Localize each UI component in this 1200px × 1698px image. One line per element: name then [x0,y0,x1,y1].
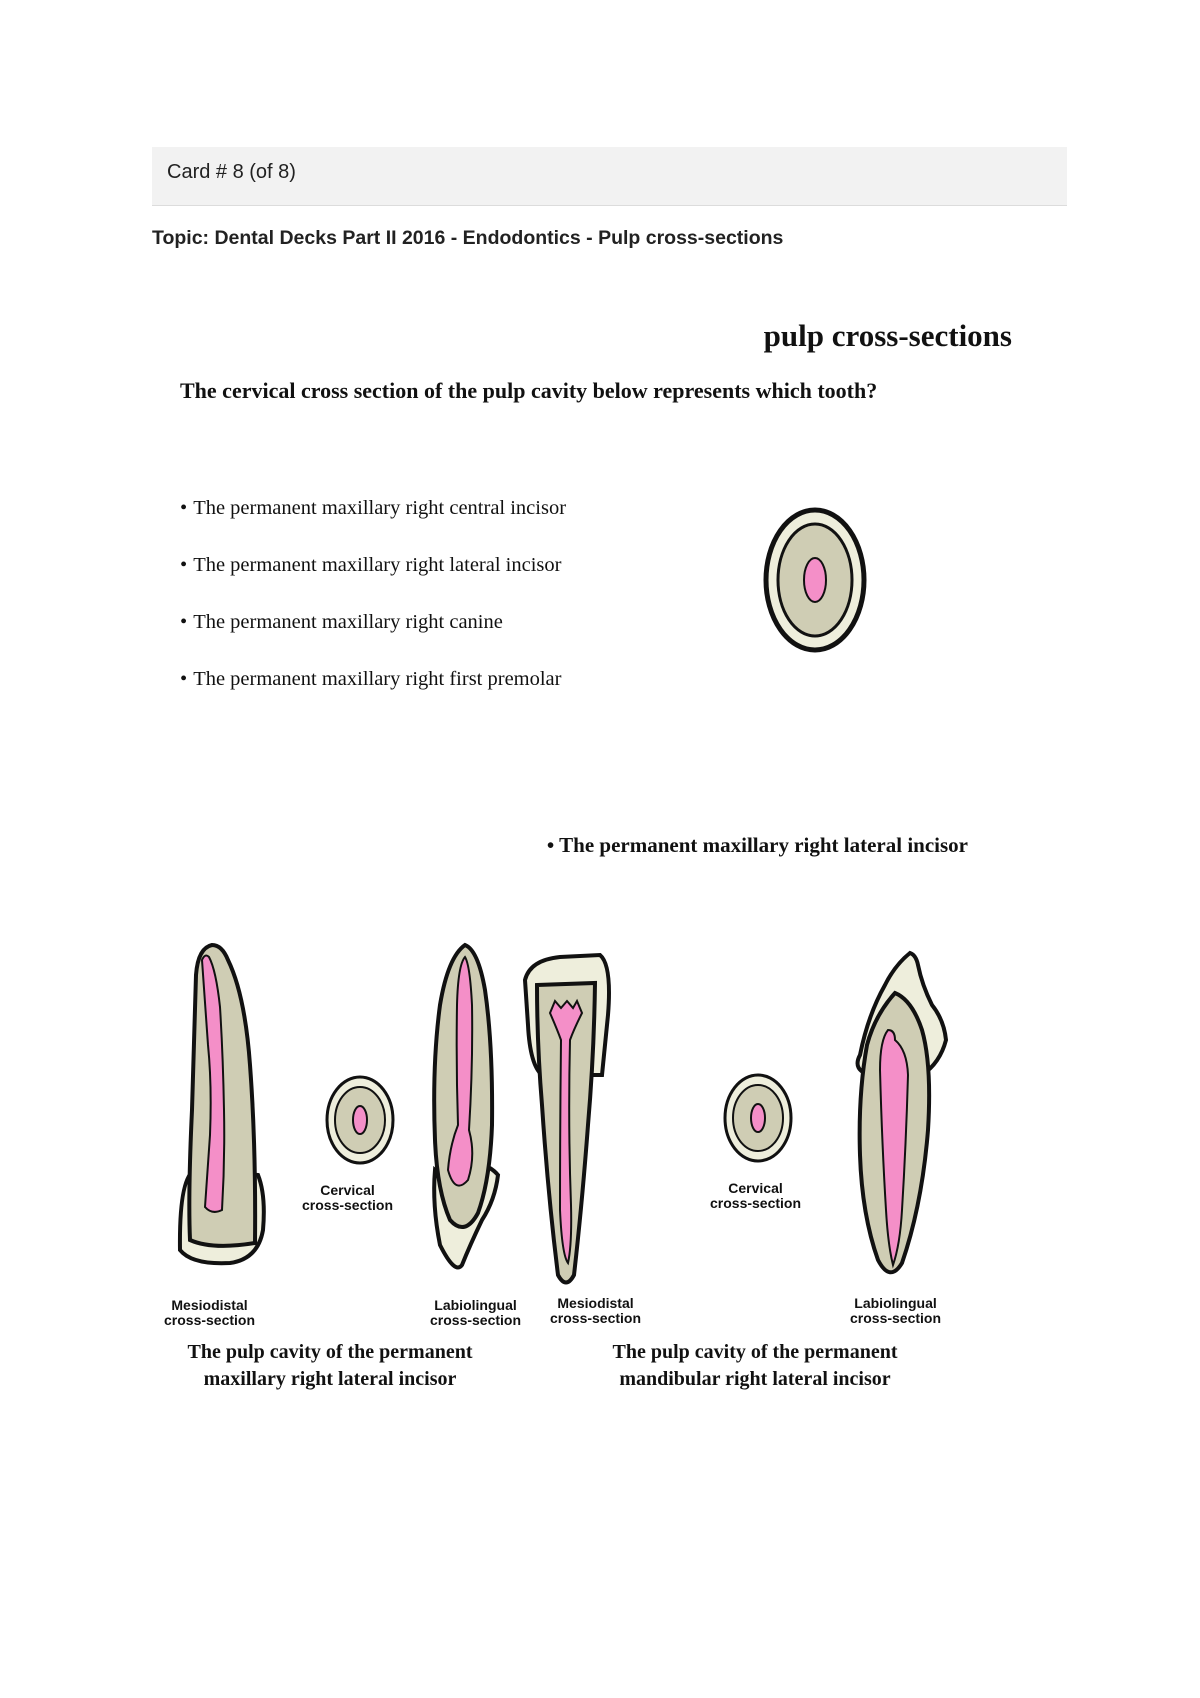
label-line: Cervical [320,1182,375,1198]
caption-line: The pulp cavity of the permanent [187,1341,473,1363]
pulp-chamber [352,1105,368,1135]
label-line: Cervical [728,1180,783,1196]
mandibular-labiolingual-tooth [855,950,949,1275]
caption-line: maxillary right lateral incisor [203,1368,457,1390]
tooth-drawings [177,942,949,1285]
label-line: cross-section [430,1312,522,1328]
pulp-canal [446,955,474,1187]
maxillary-mesiodistal-tooth [177,942,266,1266]
label-mesiodistal-maxillary: Mesiodistal cross-section [164,1298,255,1328]
label-labiolingual-maxillary: Labiolingual cross-section [430,1298,521,1328]
pulp-chamber [803,557,827,603]
maxillary-labiolingual-tooth [432,942,501,1270]
pulp-canal [200,954,226,1213]
pulp-canal [548,998,584,1266]
option-text: The permanent maxillary right lateral in… [193,554,562,576]
mandibular-cervical-section [723,1073,793,1163]
label-line: cross-section [164,1312,256,1328]
label-line: cross-section [302,1197,394,1213]
label-line: cross-section [850,1310,942,1326]
pulp-canal [878,1028,910,1269]
answer-text: • The permanent maxillary right lateral … [546,833,968,857]
pulp-chamber [750,1103,766,1133]
caption-line: The pulp cavity of the permanent [612,1341,898,1363]
topic-line: Topic: Dental Decks Part II 2016 - Endod… [152,227,784,249]
label-line: cross-section [550,1310,642,1326]
card-header-bar: Card # 8 (of 8) [152,147,1067,206]
option-item: •The permanent maxillary right canine [180,611,566,668]
caption-line: mandibular right lateral incisor [619,1368,891,1390]
card-counter: Card # 8 (of 8) [167,161,296,183]
bullet-icon: • [180,497,188,519]
maxillary-cervical-section [325,1075,395,1165]
label-line: Labiolingual [434,1297,517,1313]
bullet-icon: • [180,554,188,576]
caption-mandibular: The pulp cavity of the permanent mandibu… [590,1339,920,1393]
pulp-cavity-figure: Mesiodistal cross-section Cervical cross… [150,942,980,1415]
option-item: •The permanent maxillary right lateral i… [180,554,566,611]
option-text: The permanent maxillary right first prem… [193,668,562,690]
label-cervical-mandibular: Cervical cross-section [710,1181,801,1211]
bullet-icon: • [180,611,188,633]
answer-options: •The permanent maxillary right central i… [180,497,566,725]
option-text: The permanent maxillary right canine [193,611,503,633]
option-item: •The permanent maxillary right first pre… [180,668,566,725]
label-mesiodistal-mandibular: Mesiodistal cross-section [550,1296,641,1326]
label-cervical-maxillary: Cervical cross-section [302,1183,393,1213]
slide-heading: pulp cross-sections [763,318,1012,353]
label-line: cross-section [710,1195,802,1211]
caption-maxillary: The pulp cavity of the permanent maxilla… [180,1339,480,1393]
mandibular-mesiodistal-tooth [522,952,611,1285]
label-line: Mesiodistal [171,1297,248,1313]
option-text: The permanent maxillary right central in… [193,497,567,519]
cervical-cross-section-illustration [763,507,867,653]
option-item: •The permanent maxillary right central i… [180,497,566,554]
label-labiolingual-mandibular: Labiolingual cross-section [850,1296,941,1326]
label-line: Labiolingual [854,1295,937,1311]
bullet-icon: • [180,668,188,690]
label-line: Mesiodistal [557,1295,634,1311]
question-text: The cervical cross section of the pulp c… [180,378,878,403]
